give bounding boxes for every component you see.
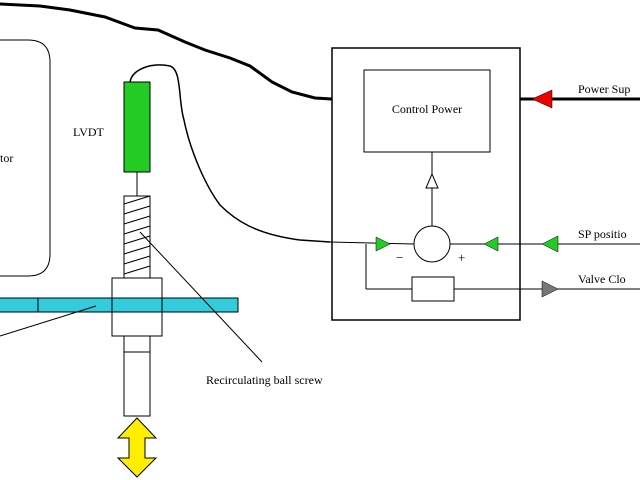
plus-sign: + xyxy=(458,250,465,265)
feedback-input-arrow-icon xyxy=(375,236,391,252)
nut-band xyxy=(111,297,163,313)
setpoint-internal-arrow-icon xyxy=(483,236,499,252)
lvdt-label: LVDT xyxy=(73,125,105,139)
ball-screw-label: Recirculating ball screw xyxy=(206,373,323,387)
valve-close-arrow-icon xyxy=(541,280,559,298)
motion-arrow-icon xyxy=(116,417,158,478)
motor-label: tor xyxy=(0,151,13,165)
beam-leader-line xyxy=(0,305,97,337)
setpoint-external-arrow-icon xyxy=(541,235,559,253)
power-supply-label: Power Sup xyxy=(578,82,630,96)
ball-screw xyxy=(123,195,151,279)
sp-position-label: SP positio xyxy=(578,227,627,241)
valve-stem-collar xyxy=(123,335,151,353)
valve-stem xyxy=(123,351,151,417)
summing-junction xyxy=(413,225,451,263)
lvdt-signal-wire xyxy=(129,64,331,243)
ball-screw-leader-line xyxy=(139,231,263,363)
valve-close-block xyxy=(411,276,455,302)
valve-close-label: Valve Clo xyxy=(578,272,626,286)
power-supply-arrow-icon xyxy=(531,89,553,109)
minus-sign: − xyxy=(396,250,403,265)
motor-housing xyxy=(0,39,51,277)
control-power-label: Control Power xyxy=(392,102,462,116)
feedback-input-line xyxy=(329,241,415,245)
power-feed-arrow-icon xyxy=(425,172,439,189)
lvdt-sensor xyxy=(123,81,151,173)
control-power-block xyxy=(363,69,491,153)
power-supply-cable xyxy=(0,2,333,101)
